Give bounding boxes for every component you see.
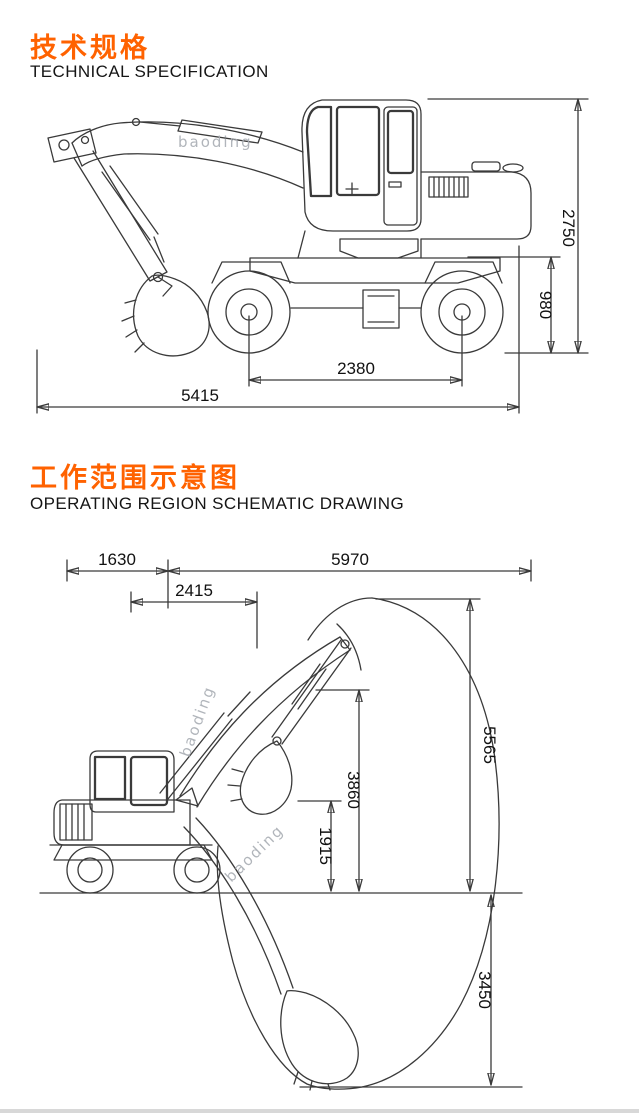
chassis: [211, 230, 503, 329]
operating-region-drawing: baoding baoding 1630 5970 2415: [39, 550, 532, 1091]
dim-label-overall-height: 2750: [559, 209, 578, 247]
cab-small: [89, 750, 175, 813]
dim-label-min-swing: 2415: [175, 581, 213, 600]
excavator-operating-view: [49, 597, 500, 1091]
dim-label-overall-length: 5415: [181, 386, 219, 405]
dim-chassis-height: 980: [467, 256, 561, 354]
technical-spec-drawing: baoding 2750 980 2380 5415: [36, 98, 589, 414]
spec-title-en: TECHNICAL SPECIFICATION: [30, 62, 269, 81]
operating-title-cn: 工作范围示意图: [30, 463, 240, 494]
dim-max-cut-height: 5565: [375, 598, 499, 892]
dim-tail-swing: 1630: [66, 550, 532, 609]
operating-envelope: [216, 597, 500, 1090]
dim-label-max-dump-height: 3860: [344, 771, 363, 809]
excavator-side-view: [47, 99, 532, 357]
dim-label-max-reach: 5970: [331, 550, 369, 569]
dim-label-wheelbase: 2380: [337, 359, 375, 378]
dimension-annotations: 2750 980 2380 5415: [36, 98, 589, 414]
dim-min-swing: 2415: [130, 581, 258, 649]
spec-title-cn: 技术规格: [30, 33, 150, 64]
dim-overall-height: 2750: [427, 98, 589, 354]
cab: [301, 99, 422, 232]
dimension-annotations-2: 1630 5970 2415 3860 1915: [39, 550, 532, 1088]
watermark-text: baoding: [221, 821, 287, 886]
bucket: [121, 274, 210, 357]
operating-title-en: OPERATING REGION SCHEMATIC DRAWING: [30, 494, 405, 513]
dim-min-dump-height: 1915: [297, 800, 342, 892]
dim-label-tail-swing: 1630: [98, 550, 136, 569]
boom-raised: [159, 636, 352, 815]
dim-label-chassis-height: 980: [536, 291, 555, 319]
dim-label-max-dig-depth: 3450: [475, 971, 494, 1009]
bottom-divider: [0, 1109, 639, 1113]
dim-label-min-dump-height: 1915: [316, 827, 335, 865]
dim-max-dump-height: 3860: [315, 689, 370, 892]
dim-max-reach: 5970: [167, 550, 532, 571]
wheels-small: [66, 846, 221, 894]
dim-overall-length: 5415: [36, 245, 520, 414]
boom-arm: [47, 117, 304, 189]
engine-body: [420, 161, 532, 240]
stick-arm: [73, 150, 168, 283]
dim-max-dig-depth: 3450: [475, 894, 494, 1086]
dim-wheelbase: 2380: [248, 315, 463, 387]
watermark-text: baoding: [178, 133, 253, 151]
dim-label-max-cut-height: 5565: [480, 726, 499, 764]
